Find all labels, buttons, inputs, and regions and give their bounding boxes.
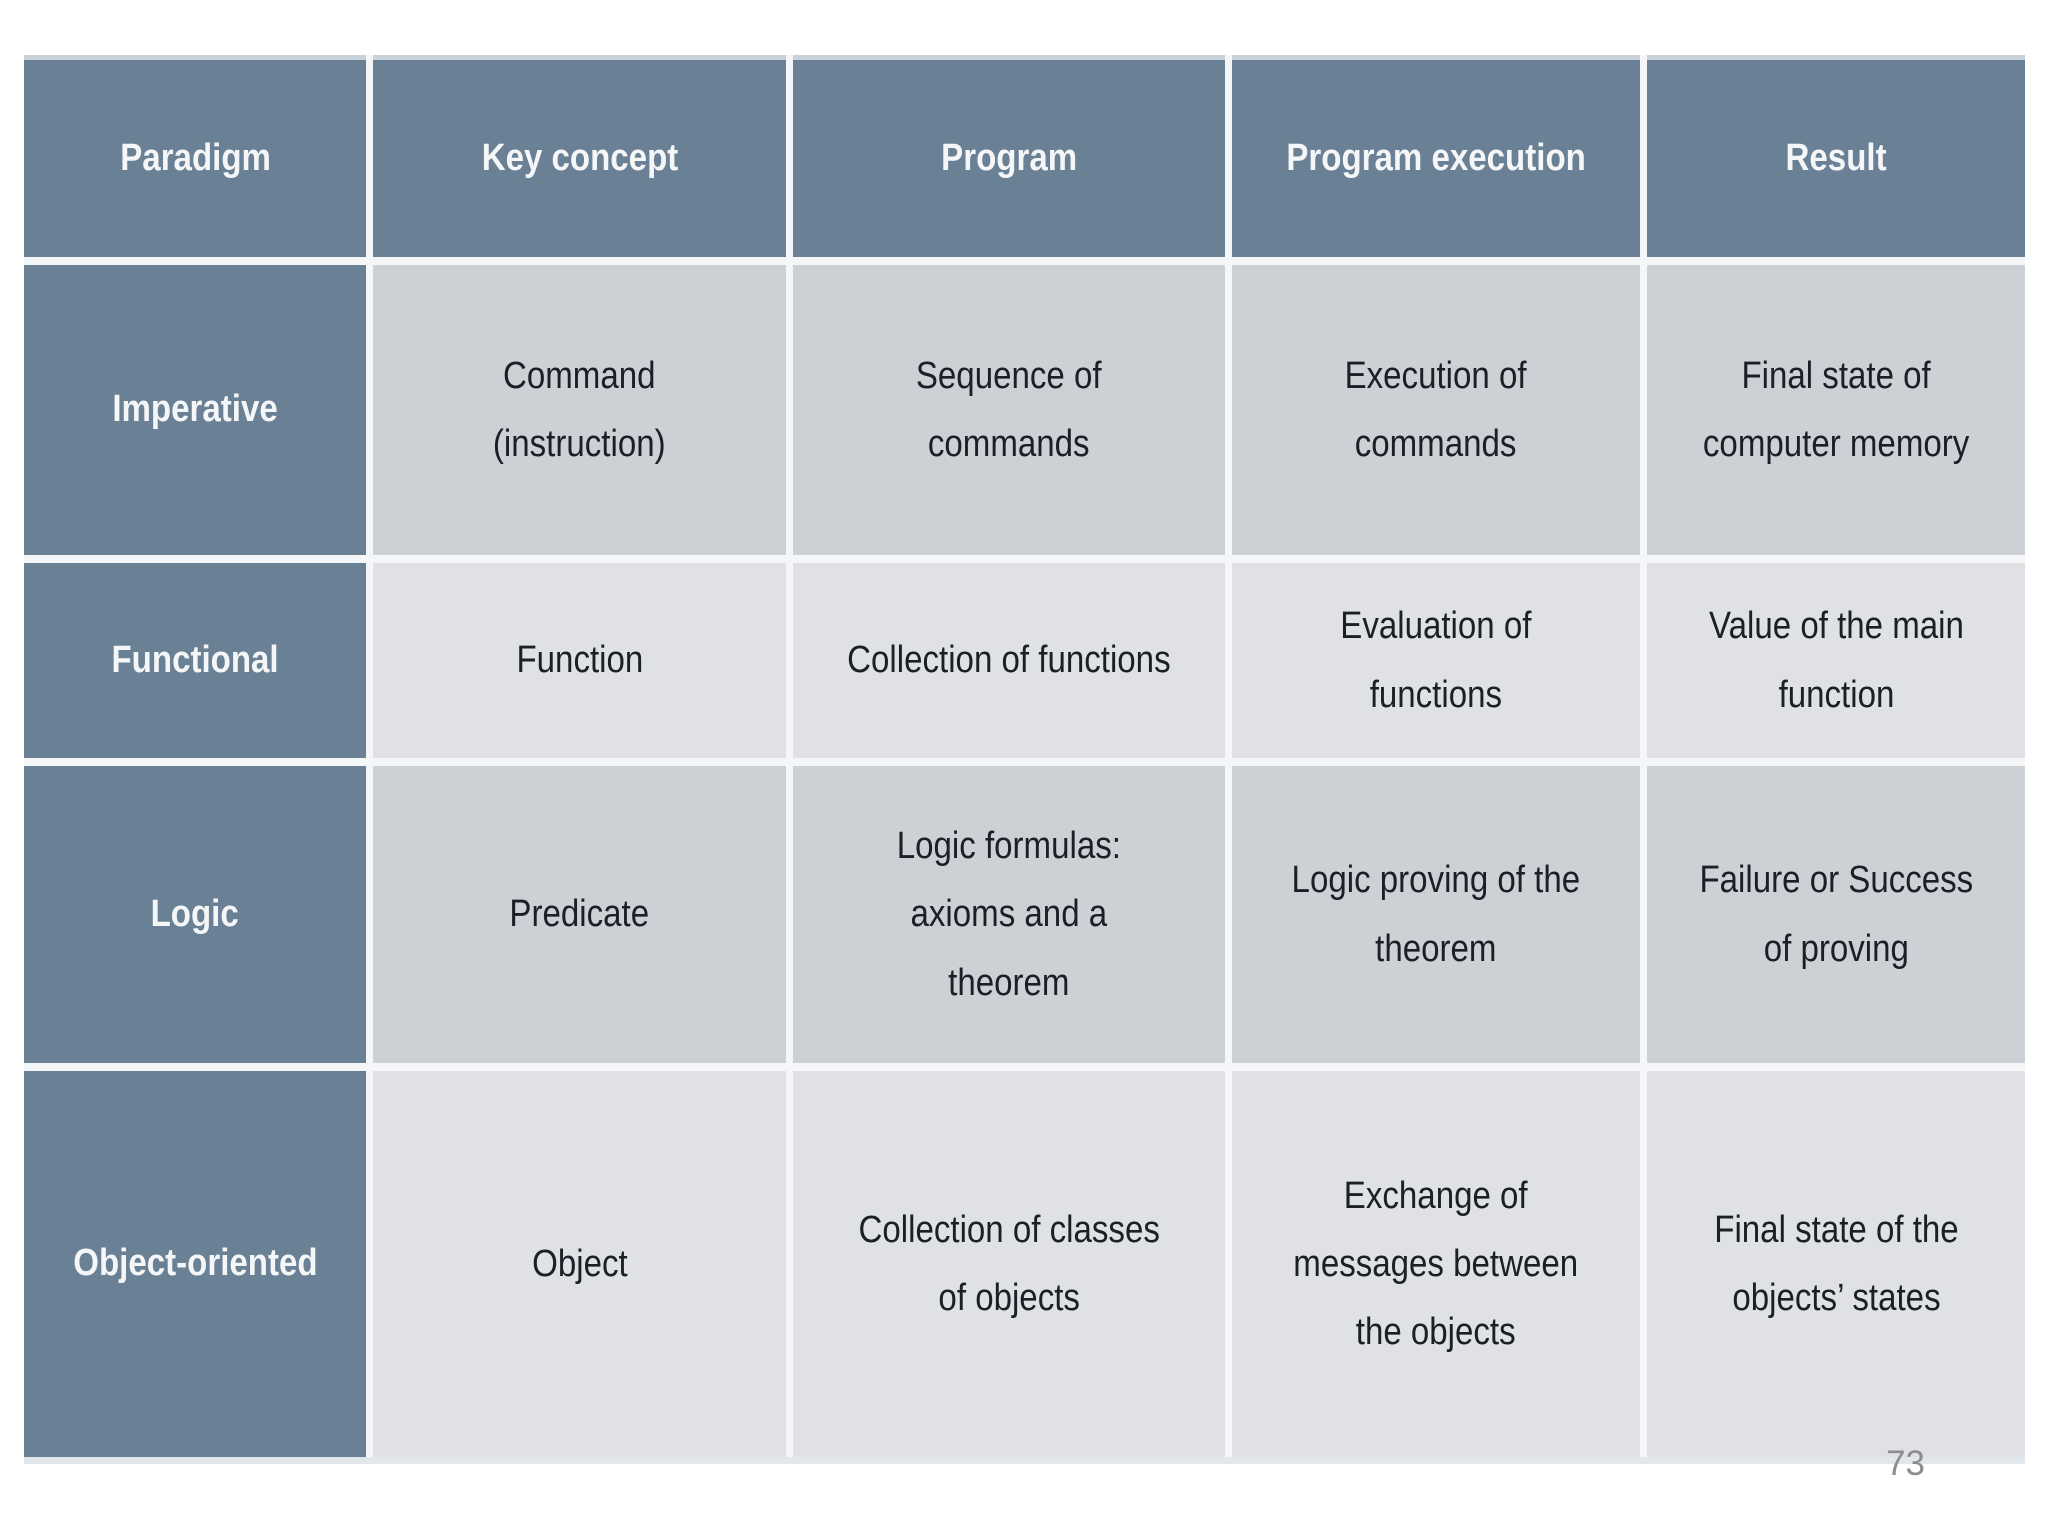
cell-functional-result: Value of the main function — [1647, 563, 2025, 758]
cell-text: Final state of computer memory — [1702, 354, 1970, 465]
cell-logic-program-execution: Logic proving of the theorem — [1231, 765, 1641, 1064]
header-label: Key concept — [481, 136, 678, 179]
cell-text: Collection of functions — [846, 639, 1171, 682]
row-label-text: Object-oriented — [73, 1242, 318, 1285]
cell-logic-result: Failure or Success of proving — [1647, 765, 2025, 1064]
cell-object-oriented-result: Final state of the objects’ states — [1647, 1071, 2025, 1457]
cell-object-oriented-program-execution: Exchange of messages between the objects — [1231, 1071, 1641, 1457]
cell-imperative-program: Sequence of commands — [792, 264, 1225, 556]
header-label: Program — [940, 136, 1077, 179]
table-bottom-edge — [24, 1457, 2025, 1464]
header-cell-result: Result — [1647, 55, 2025, 257]
paradigms-table: Paradigm Key concept Program Program exe… — [24, 55, 2025, 1457]
cell-object-oriented-key-concept: Object — [373, 1071, 786, 1457]
cell-text: Evaluation of functions — [1340, 605, 1532, 716]
cell-imperative-key-concept: Command (instruction) — [373, 264, 786, 556]
row-label-object-oriented: Object-oriented — [24, 1071, 367, 1457]
cell-logic-program: Logic formulas: axioms and a theorem — [792, 765, 1225, 1064]
cell-text: Sequence of commands — [915, 354, 1102, 465]
cell-text: Value of the main function — [1708, 605, 1964, 716]
row-label-imperative: Imperative — [24, 264, 367, 556]
cell-text: Execution of commands — [1344, 354, 1527, 465]
cell-text: Collection of classes of objects — [858, 1208, 1160, 1320]
row-label-text: Functional — [111, 638, 279, 681]
cell-text: Failure or Success of proving — [1699, 859, 1973, 970]
header-label: Program execution — [1286, 136, 1586, 179]
header-label: Paradigm — [119, 136, 271, 179]
cell-text: Predicate — [509, 893, 650, 936]
cell-imperative-result: Final state of computer memory — [1647, 264, 2025, 556]
cell-functional-key-concept: Function — [373, 563, 786, 758]
row-label-text: Logic — [151, 892, 240, 935]
cell-functional-program-execution: Evaluation of functions — [1231, 563, 1641, 758]
cell-text: Object — [531, 1242, 628, 1285]
cell-functional-program: Collection of functions — [792, 563, 1225, 758]
header-cell-program: Program — [792, 55, 1225, 257]
header-label: Result — [1785, 136, 1887, 179]
row-label-functional: Functional — [24, 563, 367, 758]
row-label-text: Imperative — [112, 388, 278, 431]
cell-logic-key-concept: Predicate — [373, 765, 786, 1064]
cell-text: Final state of the objects’ states — [1713, 1208, 1959, 1320]
cell-text: Logic proving of the theorem — [1291, 859, 1581, 970]
cell-text: Logic formulas: axioms and a theorem — [896, 824, 1121, 1004]
header-cell-paradigm: Paradigm — [24, 55, 367, 257]
cell-text: Function — [516, 639, 643, 682]
cell-object-oriented-program: Collection of classes of objects — [792, 1071, 1225, 1457]
row-label-logic: Logic — [24, 765, 367, 1064]
cell-text: Command (instruction) — [493, 354, 666, 465]
cell-text: Exchange of messages between the objects — [1293, 1174, 1579, 1354]
page-number: 73 — [1886, 1444, 1925, 1483]
cell-imperative-program-execution: Execution of commands — [1231, 264, 1641, 556]
header-cell-program-execution: Program execution — [1231, 55, 1641, 257]
header-cell-key-concept: Key concept — [373, 55, 786, 257]
